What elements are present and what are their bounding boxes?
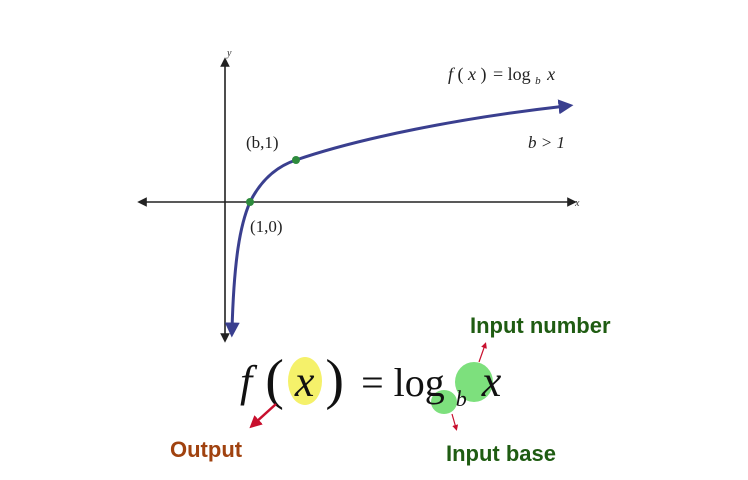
y-axis-label: y (226, 48, 232, 59)
main-formula: f ( x ) = log b x (240, 349, 502, 416)
x-axis-label: x (574, 198, 580, 209)
input-number-arrow (478, 342, 487, 363)
point-b-1 (292, 156, 300, 164)
point-1-0 (246, 198, 254, 206)
output-highlight (288, 357, 322, 405)
base-highlight (431, 390, 457, 414)
point-1-0-label: (1,0) (250, 217, 283, 236)
argument-highlight (455, 362, 493, 402)
input-number-label: Input number (470, 313, 611, 338)
output-label: Output (170, 437, 243, 462)
output-arrow (249, 403, 277, 429)
graph-function-label: f ( x ) = log b x (448, 64, 555, 88)
input-base-arrow (451, 413, 459, 431)
input-base-label: Input base (446, 441, 556, 466)
condition-label: b > 1 (528, 133, 565, 152)
log-curve (224, 99, 574, 338)
point-b-1-label: (b,1) (246, 133, 279, 152)
